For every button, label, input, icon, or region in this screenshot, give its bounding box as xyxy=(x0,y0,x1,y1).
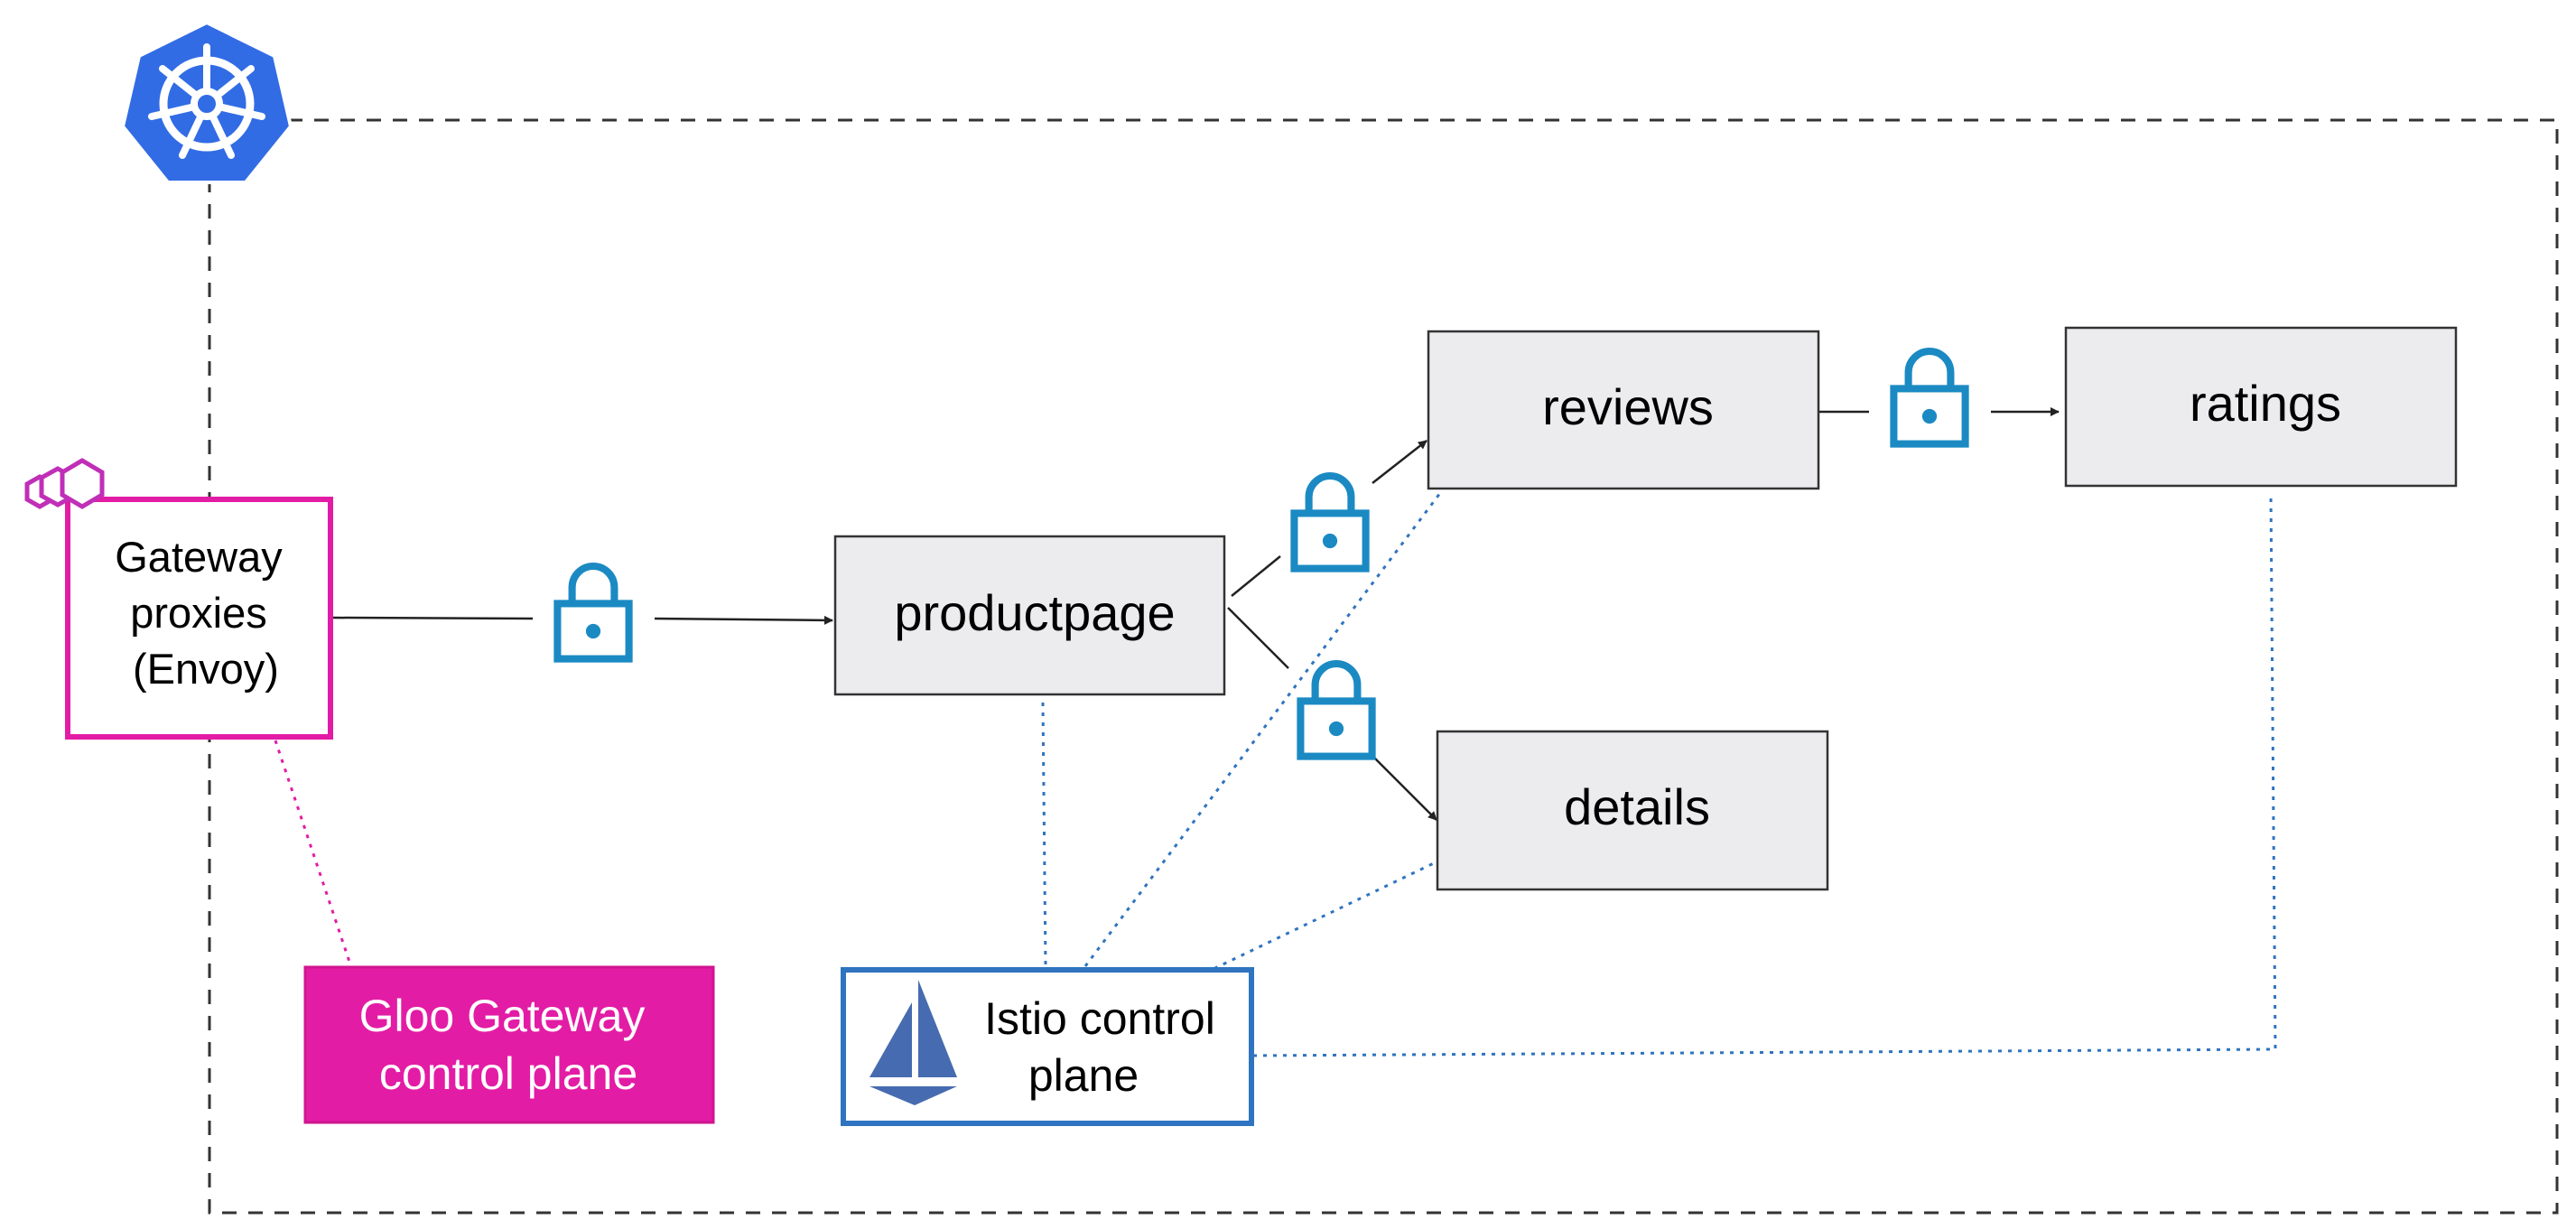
envoy-hexagons-icon xyxy=(24,458,105,509)
istio-ratings-link xyxy=(1252,492,2277,1057)
flow-gateway-to-lock xyxy=(331,616,534,620)
istio-label-line-2: plane xyxy=(1028,1050,1139,1101)
gloo-label-line-2: control plane xyxy=(379,1048,637,1099)
gateway-label-line-3: (Envoy) xyxy=(133,645,279,693)
istio-productpage-link xyxy=(1041,702,1047,967)
service-productpage[interactable]: productpage xyxy=(833,535,1226,696)
ratings-label: ratings xyxy=(2190,375,2341,432)
productpage-label: productpage xyxy=(894,584,1175,641)
istio-details-link xyxy=(1195,860,1438,979)
flow-lock-to-productpage xyxy=(654,615,833,625)
flow-lock-to-details xyxy=(1372,756,1437,821)
reviews-label: reviews xyxy=(1542,378,1714,435)
service-details[interactable]: details xyxy=(1436,730,1829,891)
cluster-boundary xyxy=(208,118,2559,1215)
flow-lock-to-reviews xyxy=(1372,440,1427,484)
lock-icon xyxy=(1294,476,1365,569)
flow-productpage-to-lock-lower xyxy=(1227,607,1289,669)
gateway-label-line-2: proxies xyxy=(130,589,267,637)
istio-sail-icon xyxy=(870,980,957,1105)
service-ratings[interactable]: ratings xyxy=(2064,326,2458,488)
kubernetes-helm-icon xyxy=(120,20,293,184)
istio-reviews-link xyxy=(1083,489,1445,967)
gloo-gateway-control-plane[interactable]: Gloo Gateway control plane xyxy=(303,965,715,1124)
service-reviews[interactable]: reviews xyxy=(1427,330,1820,490)
details-label: details xyxy=(1564,778,1710,835)
gateway-proxies-node[interactable]: Gateway proxies (Envoy) xyxy=(65,497,333,740)
istio-label-line-1: Istio control xyxy=(984,993,1215,1044)
istio-control-plane[interactable]: Istio control plane xyxy=(841,967,1254,1126)
gloo-label-line-1: Gloo Gateway xyxy=(359,991,646,1041)
lock-icon xyxy=(1300,664,1372,757)
flow-productpage-to-lock-upper xyxy=(1231,555,1281,597)
gloo-config-link xyxy=(274,740,352,965)
lock-icon xyxy=(1893,351,1965,444)
gateway-label-line-1: Gateway xyxy=(115,533,283,581)
lock-icon xyxy=(557,566,628,659)
